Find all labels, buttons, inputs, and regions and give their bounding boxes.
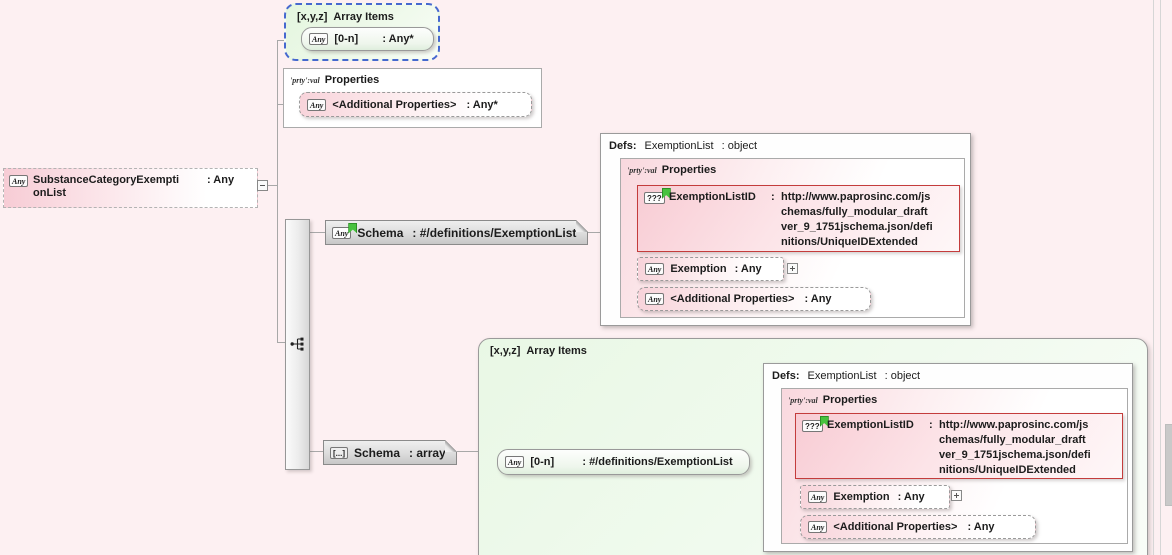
item-type-url: http://www.paprosinc.com/js chemas/fully… (939, 419, 1091, 476)
choice-group-bar[interactable] (285, 219, 310, 470)
any-badge: Any (307, 98, 327, 111)
unknown-type-badge: ??? (644, 192, 665, 204)
item-type: : Any* (382, 33, 414, 45)
item-name: <Additional Properties> (670, 293, 795, 305)
item-name: [0-n] (334, 33, 359, 45)
connector-line (267, 185, 277, 186)
root-node-substance-category-exemption-list[interactable]: Any SubstanceCategoryExempti onList : An… (3, 168, 258, 208)
item-type-url: http://www.paprosinc.com/js chemas/fully… (781, 191, 933, 248)
expand-toggle[interactable] (787, 263, 798, 274)
scrollbar-thumb[interactable] (1165, 424, 1172, 506)
fold-corner (445, 440, 457, 452)
defs-type: : object (884, 370, 921, 382)
any-badge: Any (808, 491, 828, 503)
connector-line (457, 451, 478, 452)
unknown-type-badge: ??? (802, 420, 823, 432)
prty-val-tag: 'prty':val (788, 396, 818, 405)
schema-array-node[interactable]: [...] Schema : array (323, 440, 457, 465)
item-name: Schema (357, 225, 404, 240)
any-badge: Any (309, 33, 329, 45)
properties-label: Properties (822, 394, 878, 406)
item-type: : Any (734, 263, 762, 275)
schema-ref-node[interactable]: Any Schema : #/definitions/ExemptionList (325, 220, 588, 245)
expand-toggle[interactable] (951, 490, 962, 501)
connector-line (309, 232, 325, 233)
additional-properties-pill-defs-bottom[interactable]: Any <Additional Properties> : Any (800, 515, 1036, 539)
any-badge: Any (808, 521, 828, 533)
connector-line (309, 451, 323, 452)
defs-title: Defs: (609, 140, 637, 152)
item-name: Exemption (833, 491, 890, 503)
panel-edge-line (1153, 0, 1154, 555)
item-type: : Any* (466, 98, 498, 111)
root-node-name: SubstanceCategoryExempti onList (33, 174, 180, 199)
one-to-many-icon (290, 337, 304, 351)
any-badge: Any (332, 227, 351, 239)
array-badge: [...] (330, 447, 348, 459)
item-name: <Additional Properties> (833, 521, 958, 533)
item-type: : #/definitions/ExemptionList (412, 225, 577, 240)
scrollbar-track[interactable] (1160, 0, 1161, 555)
additional-properties-pill-defs-top[interactable]: Any <Additional Properties> : Any (637, 287, 871, 311)
defs-title: Defs: (772, 370, 800, 382)
item-name: Schema (354, 445, 401, 460)
exemption-pill-bottom[interactable]: Any Exemption : Any (800, 485, 950, 509)
item-type: : #/definitions/ExemptionList (582, 456, 733, 468)
item-name: <Additional Properties> (332, 98, 457, 111)
array-items-tag: [x,y,z] (490, 345, 521, 357)
root-node-type: : Any (207, 174, 235, 186)
properties-label: Properties (661, 164, 717, 176)
item-type: : Any (804, 293, 832, 305)
any-badge: Any (9, 175, 29, 187)
item-name: [0-n] (530, 456, 555, 468)
fold-corner (576, 220, 588, 232)
any-badge: Any (645, 293, 665, 305)
properties-label: Properties (324, 74, 380, 86)
array-item-0n-ref-pill[interactable]: Any [0-n] : #/definitions/ExemptionList (497, 449, 750, 475)
item-name: Exemption (670, 263, 727, 275)
array-item-0n-any-pill[interactable]: Any [0-n] : Any* (301, 27, 434, 51)
any-badge: Any (505, 456, 525, 468)
item-name: ExemptionListID (827, 419, 914, 431)
connector-line (277, 342, 286, 343)
any-badge: Any (645, 263, 665, 275)
item-type: : Any (967, 521, 995, 533)
item-name: ExemptionListID (669, 191, 756, 203)
exemption-pill-top[interactable]: Any Exemption : Any (637, 257, 784, 281)
collapse-toggle[interactable] (257, 180, 268, 191)
exemption-list-id-node-bottom[interactable]: ??? ExemptionListID : http://www.paprosi… (795, 413, 1123, 479)
array-items-label: Array Items (526, 345, 587, 357)
array-items-tag: [x,y,z] (297, 11, 328, 23)
additional-properties-pill-top[interactable]: Any <Additional Properties> : Any* (299, 92, 532, 117)
colon: : (929, 419, 933, 431)
item-type: : Any (897, 491, 925, 503)
item-type: : array (409, 445, 446, 460)
colon: : (771, 191, 775, 203)
defs-type: : object (721, 140, 758, 152)
prty-val-tag: 'prty':val (290, 76, 320, 85)
array-items-label: Array Items (333, 11, 394, 23)
connector-line (277, 40, 278, 342)
exemption-list-id-node-top[interactable]: ??? ExemptionListID : http://www.paprosi… (637, 185, 960, 252)
defs-name: ExemptionList (644, 140, 714, 152)
green-flag-icon (348, 223, 357, 234)
prty-val-tag: 'prty':val (627, 166, 657, 175)
defs-name: ExemptionList (807, 370, 877, 382)
